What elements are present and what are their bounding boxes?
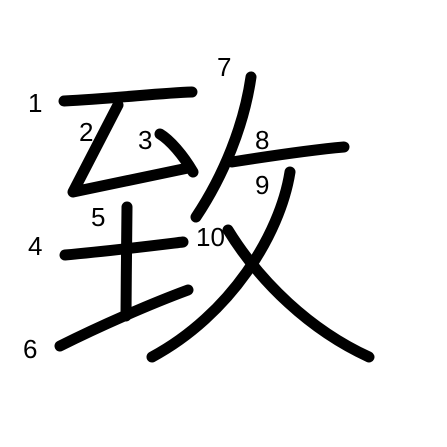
stroke-3: [154, 128, 199, 178]
stroke-number-7: 7: [217, 52, 231, 82]
stroke-number-8: 8: [255, 125, 269, 155]
stroke-number-3: 3: [138, 125, 152, 155]
stroke-number-5: 5: [91, 202, 105, 232]
stroke-number-6: 6: [23, 334, 37, 364]
stroke-1: [58, 86, 198, 107]
stroke-number-10: 10: [196, 222, 225, 252]
stroke-number-4: 4: [28, 231, 42, 261]
stroke-2: [67, 99, 194, 198]
stroke-number-1: 1: [28, 88, 42, 118]
stroke-10: [222, 224, 375, 363]
stroke-9: [146, 166, 296, 363]
stroke-6: [54, 284, 194, 352]
stroke-5: [120, 201, 133, 322]
stroke-7: [190, 71, 257, 223]
stroke-8: [226, 141, 350, 168]
stroke-number-2: 2: [79, 117, 93, 147]
stroke-number-9: 9: [255, 170, 269, 200]
